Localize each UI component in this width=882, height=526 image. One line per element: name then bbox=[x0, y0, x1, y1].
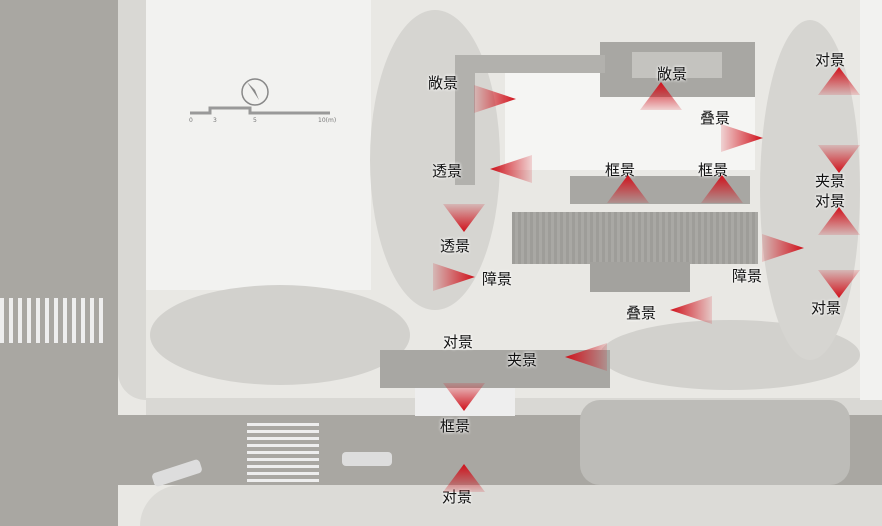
sidewalk-west bbox=[118, 0, 146, 400]
crosswalk-west bbox=[0, 298, 108, 343]
view-marker-icon bbox=[818, 207, 860, 235]
view-label: 敞景 bbox=[428, 74, 459, 92]
scale-tick: 3 bbox=[213, 117, 217, 124]
scale-bar bbox=[190, 78, 330, 115]
neighbour-lot-right bbox=[860, 0, 882, 400]
main-hall bbox=[512, 212, 758, 264]
view-label: 叠景 bbox=[626, 304, 657, 322]
tree-mass bbox=[150, 285, 410, 385]
view-marker-icon bbox=[721, 124, 763, 152]
view-marker-icon bbox=[818, 270, 860, 298]
north-hall-roof bbox=[632, 52, 722, 78]
view-marker-icon bbox=[443, 204, 485, 232]
road-west bbox=[0, 0, 118, 526]
view-marker-icon bbox=[640, 82, 682, 110]
view-label: 框景 bbox=[698, 161, 729, 179]
view-label: 障景 bbox=[732, 267, 763, 285]
view-label: 对景 bbox=[442, 488, 473, 506]
view-marker-icon bbox=[490, 155, 532, 183]
south-plaza bbox=[140, 485, 882, 526]
view-marker-icon bbox=[565, 343, 607, 371]
tree-mass bbox=[580, 400, 850, 485]
crosswalk-south bbox=[247, 420, 319, 482]
view-label: 对景 bbox=[811, 299, 842, 317]
view-marker-icon bbox=[818, 67, 860, 95]
view-label: 对景 bbox=[443, 333, 474, 351]
view-label: 夹景 bbox=[815, 172, 846, 190]
view-marker-icon bbox=[607, 175, 649, 203]
view-marker-icon bbox=[433, 263, 475, 291]
view-label: 框景 bbox=[605, 161, 636, 179]
neighbour-lot bbox=[146, 0, 371, 290]
car bbox=[342, 452, 392, 466]
west-corridor bbox=[455, 55, 475, 185]
view-label: 框景 bbox=[440, 417, 471, 435]
view-marker-icon bbox=[443, 383, 485, 411]
view-label: 对景 bbox=[815, 192, 846, 210]
view-marker-icon bbox=[474, 85, 516, 113]
view-marker-icon bbox=[670, 296, 712, 324]
scale-tick: 10(m) bbox=[318, 117, 337, 124]
scale-tick: 0 bbox=[189, 117, 193, 124]
view-label: 叠景 bbox=[700, 109, 731, 127]
view-label: 透景 bbox=[440, 237, 471, 255]
north-arrow-icon bbox=[241, 78, 269, 106]
view-label: 夹景 bbox=[507, 351, 538, 369]
view-label: 对景 bbox=[815, 51, 846, 69]
view-marker-icon bbox=[762, 234, 804, 262]
view-label: 透景 bbox=[432, 162, 463, 180]
view-label: 敞景 bbox=[657, 65, 688, 83]
view-marker-icon bbox=[701, 175, 743, 203]
scale-tick: 5 bbox=[253, 117, 257, 124]
view-marker-icon bbox=[443, 464, 485, 492]
west-corridor bbox=[455, 55, 605, 73]
view-marker-icon bbox=[818, 145, 860, 173]
view-label: 障景 bbox=[482, 270, 513, 288]
rear-hall bbox=[590, 262, 690, 292]
